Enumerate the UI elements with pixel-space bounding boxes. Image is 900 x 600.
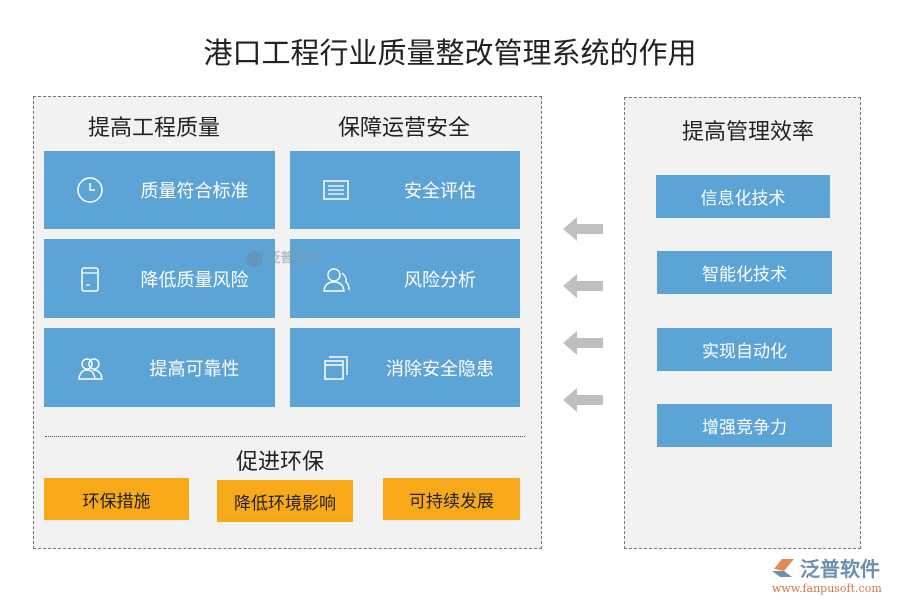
env-item: 环保措施: [44, 478, 189, 520]
tile: 安全评估: [290, 151, 520, 229]
arrow-left-icon: [563, 217, 603, 241]
tile-label: 提高可靠性: [149, 358, 240, 380]
tile: 质量符合标准: [44, 151, 275, 229]
tile-label: 风险分析: [404, 269, 476, 291]
watermark-logo-icon: [247, 250, 263, 267]
right-item: 信息化技术: [656, 175, 830, 218]
tile-label: 消除安全隐患: [386, 358, 494, 380]
tile-label: 质量符合标准: [140, 181, 249, 202]
env-item: 可持续发展: [383, 478, 520, 520]
logo-url: www.fanpusoft.com: [772, 582, 882, 595]
tile: 风险分析: [290, 239, 520, 318]
env-item: 降低环境影响: [217, 480, 353, 522]
page-title: 港口工程行业质量整改管理系统的作用: [203, 36, 697, 70]
right-item: 智能化技术: [657, 251, 832, 294]
right-item: 实现自动化: [657, 328, 832, 371]
divider: [45, 436, 525, 437]
watermark-text: 泛普软件: [267, 251, 320, 266]
tile-label: 降低质量风险: [140, 269, 249, 291]
users-icon: [78, 357, 103, 380]
right-heading: 提高管理效率: [682, 120, 815, 145]
col2-heading: 保障运营安全: [338, 116, 471, 141]
fanpu-logo-icon: [772, 558, 794, 577]
tile: 提高可靠性: [44, 328, 275, 407]
tile-label: 安全评估: [404, 181, 476, 202]
col1-heading: 提高工程质量: [88, 116, 221, 141]
arrow-left-icon: [563, 274, 603, 298]
right-item: 增强竞争力: [657, 404, 832, 447]
watermark: 泛普软件: [247, 247, 320, 267]
logo-name: 泛普软件: [800, 557, 880, 581]
document-icon: [81, 266, 99, 292]
clock-icon: [77, 177, 103, 203]
user-icon: [323, 267, 350, 292]
tile: 降低质量风险: [44, 239, 275, 318]
arrow-left-icon: [563, 331, 603, 355]
windows-icon: [324, 355, 348, 380]
tile: 消除安全隐患: [290, 328, 520, 407]
form-icon: [323, 180, 349, 200]
arrow-left-icon: [563, 388, 603, 412]
right-panel: [624, 97, 861, 549]
env-heading: 促进环保: [236, 450, 325, 475]
logo: 泛普软件 www.fanpusoft.com: [770, 553, 895, 595]
